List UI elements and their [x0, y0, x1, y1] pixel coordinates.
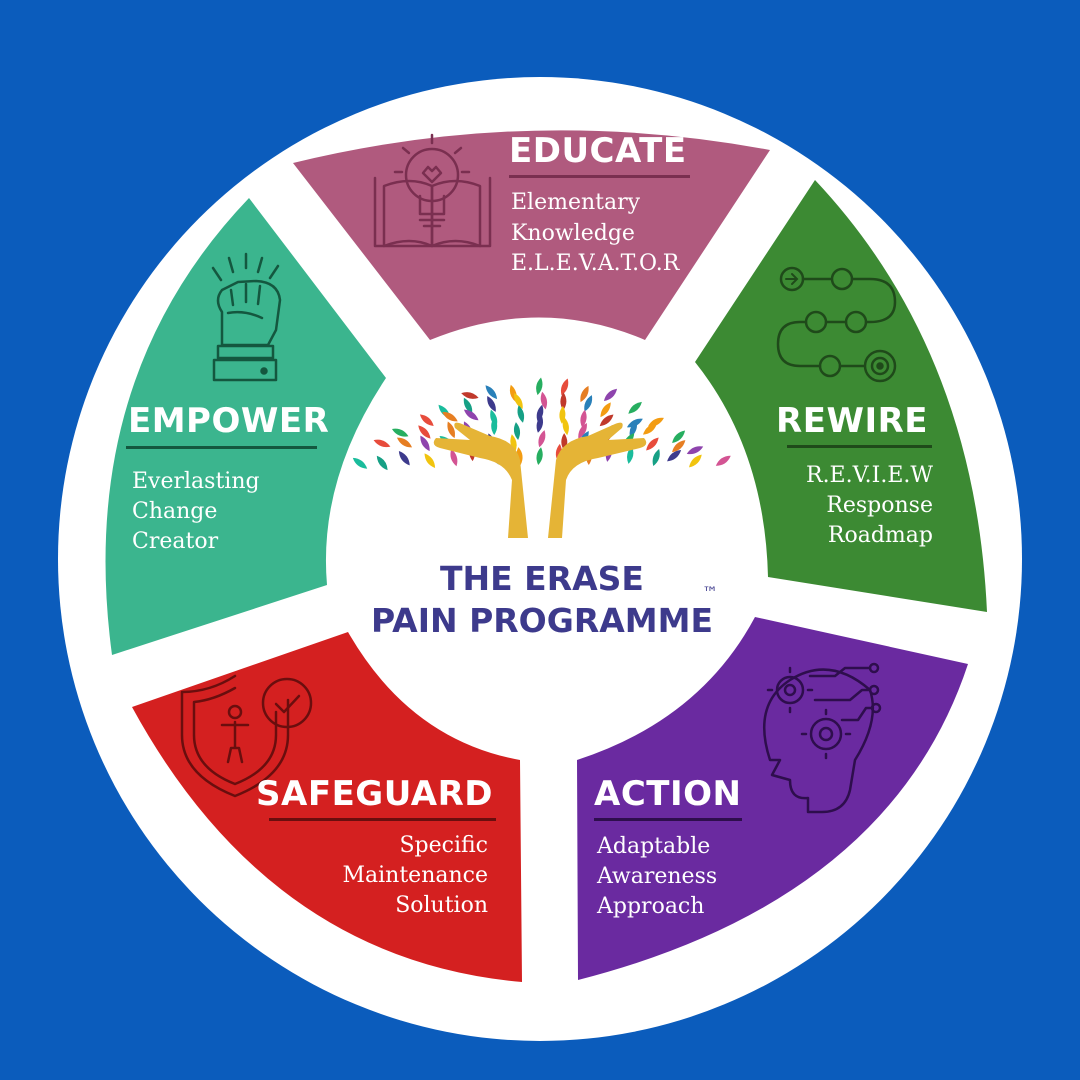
- empower-line-1: Everlasting: [132, 469, 260, 494]
- leaf: [373, 439, 391, 448]
- safeguard-underline: [269, 818, 496, 821]
- shield-person-check-icon: [180, 674, 313, 798]
- leaf: [628, 401, 642, 414]
- leaf: [485, 385, 498, 400]
- action-line-1: Adaptable: [596, 834, 710, 859]
- action-title: ACTION: [594, 774, 741, 814]
- raised-fist-icon: [211, 252, 282, 382]
- tree-hands-icon: [352, 377, 731, 538]
- leaf: [396, 437, 413, 448]
- head-gears-icon: [762, 662, 882, 814]
- leaf: [646, 437, 659, 451]
- leaf: [603, 388, 618, 402]
- leaf: [514, 393, 523, 409]
- safeguard-line-3: Solution: [395, 893, 488, 918]
- leaf: [648, 417, 664, 427]
- leaf: [689, 454, 702, 468]
- segment-rewire: [695, 180, 987, 612]
- rewire-line-2: Response: [826, 493, 933, 518]
- leaf: [540, 391, 548, 410]
- leaf: [584, 395, 593, 412]
- educate-line-3: E.L.E.V.A.T.O.R: [511, 251, 681, 276]
- leaf: [510, 434, 517, 452]
- leaf: [398, 451, 410, 466]
- leaf: [461, 392, 479, 399]
- leaf: [536, 447, 543, 465]
- leaf: [667, 450, 682, 462]
- safeguard-line-2: Maintenance: [342, 863, 488, 888]
- empower-underline: [126, 446, 317, 449]
- empower-title: EMPOWER: [128, 401, 329, 441]
- leaf: [450, 448, 458, 467]
- leaf: [424, 453, 436, 468]
- leaf: [419, 414, 434, 426]
- leaf: [376, 455, 388, 471]
- leaf: [442, 412, 458, 422]
- rewire-line-3: Roadmap: [828, 523, 933, 548]
- leaf: [578, 423, 587, 439]
- leaf: [420, 435, 430, 452]
- action-underline: [594, 818, 742, 821]
- leaf: [536, 404, 544, 423]
- action-line-2: Awareness: [596, 864, 717, 889]
- leaf: [513, 422, 521, 441]
- pathway-target-icon: [776, 266, 897, 383]
- leaf: [463, 397, 473, 414]
- empower-line-2: Change: [132, 499, 217, 524]
- leaf: [599, 414, 614, 427]
- center-title-line-2: PAIN PROGRAMME: [371, 601, 713, 640]
- safeguard-line-1: Specific: [399, 833, 488, 858]
- leaf: [672, 440, 686, 453]
- leaf: [447, 421, 455, 439]
- leaf: [491, 417, 498, 435]
- leaf: [686, 446, 704, 455]
- educate-underline: [509, 175, 690, 178]
- leaf: [487, 395, 496, 412]
- leaf: [560, 392, 567, 411]
- leaf: [652, 448, 660, 467]
- leaf: [600, 402, 611, 418]
- empower-line-3: Creator: [132, 529, 219, 554]
- leaf: [391, 428, 409, 437]
- rewire-underline: [787, 445, 932, 448]
- leaf: [715, 455, 731, 466]
- leaf: [580, 385, 589, 403]
- leaf: [538, 430, 546, 448]
- leaf: [352, 457, 368, 469]
- leaf: [643, 423, 657, 435]
- leaf: [627, 446, 634, 464]
- safeguard-title: SAFEGUARD: [256, 774, 493, 814]
- leaf: [463, 409, 479, 421]
- educate-title: EDUCATE: [509, 131, 687, 171]
- right-hand-trunk: [548, 422, 647, 538]
- leaf: [560, 378, 569, 396]
- leaf: [580, 409, 587, 428]
- center-title-line-1: THE ERASE: [440, 559, 644, 598]
- leaf: [517, 405, 525, 423]
- trademark-mark: ™: [702, 583, 718, 602]
- lightbulb-book-icon: [373, 133, 492, 248]
- leaf: [536, 377, 543, 396]
- leaf: [672, 430, 686, 443]
- segment-educate: [293, 130, 770, 340]
- segment-empower: [105, 198, 387, 655]
- educate-line-1: Elementary: [511, 190, 641, 215]
- leaf: [562, 417, 569, 436]
- leaf: [418, 425, 431, 439]
- action-line-3: Approach: [596, 894, 704, 919]
- leaf: [536, 415, 544, 433]
- leaf: [629, 420, 638, 438]
- rewire-title: REWIRE: [776, 401, 928, 441]
- left-hand-trunk: [433, 422, 528, 538]
- educate-line-2: Knowledge: [511, 221, 635, 246]
- segment-safeguard: [132, 632, 522, 982]
- rewire-line-1: R.E.V.I.E.W: [806, 463, 933, 488]
